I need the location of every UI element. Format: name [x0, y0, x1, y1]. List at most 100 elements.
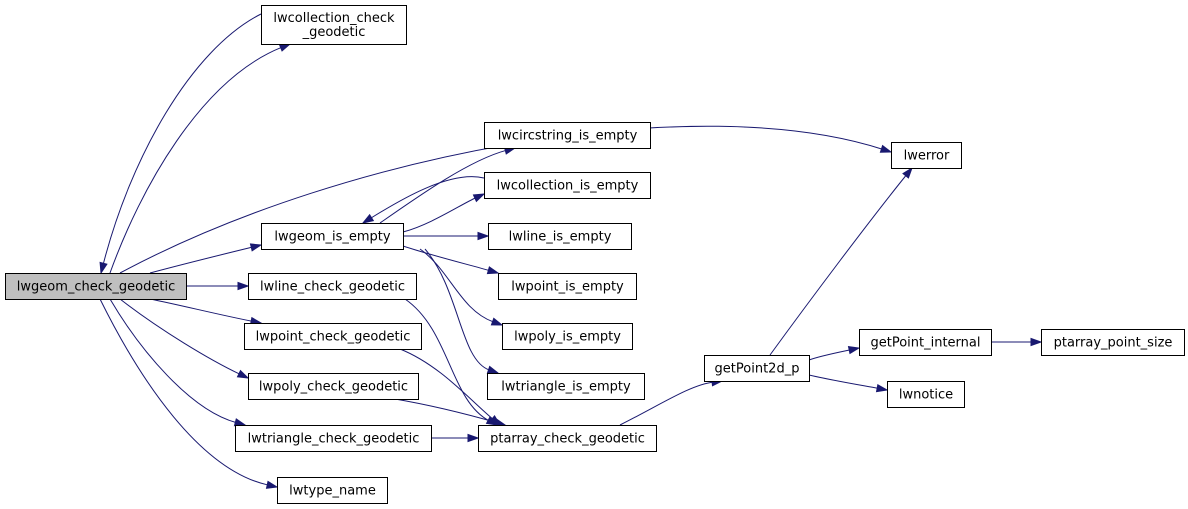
node-lwgeom_check_geodetic[interactable]: lwgeom_check_geodetic	[5, 273, 187, 300]
edge-line	[379, 149, 507, 224]
edge-line	[394, 398, 497, 424]
node-lwline_check_geodetic[interactable]: lwline_check_geodetic	[248, 273, 417, 300]
edges-layer	[99, 13, 1043, 489]
node-box	[244, 323, 422, 350]
node-lwnotice[interactable]: lwnotice	[887, 381, 965, 408]
edge-line	[149, 298, 253, 322]
edge-line	[808, 374, 879, 389]
node-lwcollection_check_geodetic[interactable]: lwcollection_check_geodetic	[261, 5, 407, 45]
arrowhead-icon	[875, 383, 889, 393]
arrowhead-icon	[237, 281, 250, 291]
edge-line	[99, 298, 269, 486]
edge-line	[102, 13, 262, 265]
arrowhead-icon	[99, 261, 108, 275]
edge-lwgeom_is_empty-to-lwcollection_is_empty	[402, 193, 486, 233]
node-ptarray_point_size[interactable]: ptarray_point_size	[1041, 329, 1185, 356]
node-lwtype_name[interactable]: lwtype_name	[277, 477, 388, 504]
node-ptarray_check_geodetic[interactable]: ptarray_check_geodetic	[478, 425, 657, 452]
arrowhead-icon	[278, 43, 292, 52]
edge-lwgeom_check_geodetic-to-lwline_check_geodetic	[185, 281, 250, 291]
node-label: lwcircstring_is_empty	[498, 129, 638, 144]
edge-lwgeom_is_empty-to-lwpoly_is_empty	[419, 248, 504, 326]
node-lwpoly_check_geodetic[interactable]: lwpoly_check_geodetic	[248, 373, 419, 400]
edge-line	[399, 348, 494, 420]
edge-lwgeom_is_empty-to-lwpoint_is_empty	[402, 245, 500, 275]
node-label: lwcollection_check	[273, 11, 395, 26]
arrowhead-icon	[236, 369, 250, 379]
arrowhead-icon	[879, 144, 893, 153]
arrowhead-icon	[265, 480, 279, 489]
edge-line	[404, 298, 490, 422]
node-label: lwgeom_is_empty	[274, 230, 391, 245]
node-label: lwline_is_empty	[509, 230, 612, 245]
arrowhead-icon	[847, 346, 861, 355]
node-box	[261, 223, 404, 250]
node-getPoint2d_p[interactable]: getPoint2d_p	[704, 355, 810, 382]
arrowhead-icon	[486, 365, 500, 374]
node-lwpoint_is_empty[interactable]: lwpoint_is_empty	[498, 273, 637, 300]
edge-lwgeom_check_geodetic-to-lwgeom_is_empty	[149, 243, 263, 274]
arrowhead-icon	[467, 433, 480, 443]
edge-getPoint_internal-to-ptarray_point_size	[990, 337, 1043, 347]
arrowhead-icon	[490, 317, 504, 326]
node-box	[487, 373, 645, 400]
edge-line	[808, 349, 851, 361]
edge-line	[402, 245, 490, 272]
node-label: lwpoint_is_empty	[511, 280, 624, 295]
node-label: lwnotice	[899, 388, 953, 403]
edge-lwcollection_check_geodetic-to-lwgeom_check_geodetic	[99, 13, 262, 275]
node-box	[498, 273, 637, 300]
edge-lwgeom_is_empty-to-lwtriangle_is_empty	[424, 248, 500, 374]
edge-getPoint2d_p-to-lwnotice	[808, 374, 889, 393]
edge-line	[109, 298, 237, 424]
edge-line	[119, 298, 241, 375]
edge-lwline_check_geodetic-to-ptarray_check_geodetic	[404, 298, 499, 426]
node-box	[484, 122, 651, 149]
node-box	[891, 142, 962, 169]
node-box	[478, 425, 657, 452]
node-label: lwpoint_check_geodetic	[256, 330, 411, 345]
arrowhead-icon	[472, 193, 486, 203]
node-label: lwcollection_is_empty	[497, 179, 639, 194]
node-label: lwtriangle_check_geodetic	[248, 432, 420, 447]
edge-line	[109, 46, 282, 274]
node-label: ptarray_point_size	[1054, 336, 1173, 351]
node-box	[484, 172, 651, 199]
node-lwtriangle_is_empty[interactable]: lwtriangle_is_empty	[487, 373, 645, 400]
edge-line	[619, 381, 714, 426]
edge-lwgeom_check_geodetic-to-lwpoint_check_geodetic	[149, 298, 263, 326]
edge-lwgeom_check_geodetic-to-lwpoly_check_geodetic	[119, 298, 250, 379]
node-box	[488, 223, 632, 250]
node-getPoint_internal[interactable]: getPoint_internal	[859, 329, 992, 356]
node-box	[261, 5, 407, 45]
node-lwcircstring_is_empty[interactable]: lwcircstring_is_empty	[484, 122, 651, 149]
edge-line	[769, 174, 907, 356]
arrowhead-icon	[477, 231, 490, 241]
edge-lwgeom_check_geodetic-to-lwtriangle_check_geodetic	[109, 298, 247, 427]
edge-line	[149, 246, 253, 274]
node-lwpoint_check_geodetic[interactable]: lwpoint_check_geodetic	[244, 323, 422, 350]
node-lwgeom_is_empty[interactable]: lwgeom_is_empty	[261, 223, 404, 250]
edge-getPoint2d_p-to-getPoint_internal	[808, 346, 861, 361]
node-label: _geodetic	[302, 25, 366, 40]
node-lwpoly_is_empty[interactable]: lwpoly_is_empty	[502, 323, 633, 350]
node-box	[887, 381, 965, 408]
edge-lwcollection_is_empty-to-lwgeom_is_empty	[361, 176, 485, 224]
node-label: ptarray_check_geodetic	[490, 432, 645, 447]
node-lwline_is_empty[interactable]: lwline_is_empty	[488, 223, 632, 250]
node-box	[859, 329, 992, 356]
arrowhead-icon	[233, 418, 247, 427]
arrowhead-icon	[249, 243, 263, 252]
edge-lwgeom_check_geodetic-to-lwtype_name	[99, 298, 279, 489]
node-label: getPoint_internal	[870, 336, 980, 351]
node-lwtriangle_check_geodetic[interactable]: lwtriangle_check_geodetic	[235, 425, 432, 452]
node-lwerror[interactable]: lwerror	[891, 142, 962, 169]
node-box	[235, 425, 432, 452]
edge-lwtriangle_check_geodetic-to-ptarray_check_geodetic	[430, 433, 480, 443]
node-lwcollection_is_empty[interactable]: lwcollection_is_empty	[484, 172, 651, 199]
arrowhead-icon	[493, 418, 507, 427]
arrowhead-icon	[1030, 337, 1043, 347]
arrowhead-icon	[361, 213, 375, 224]
node-box	[704, 355, 810, 382]
